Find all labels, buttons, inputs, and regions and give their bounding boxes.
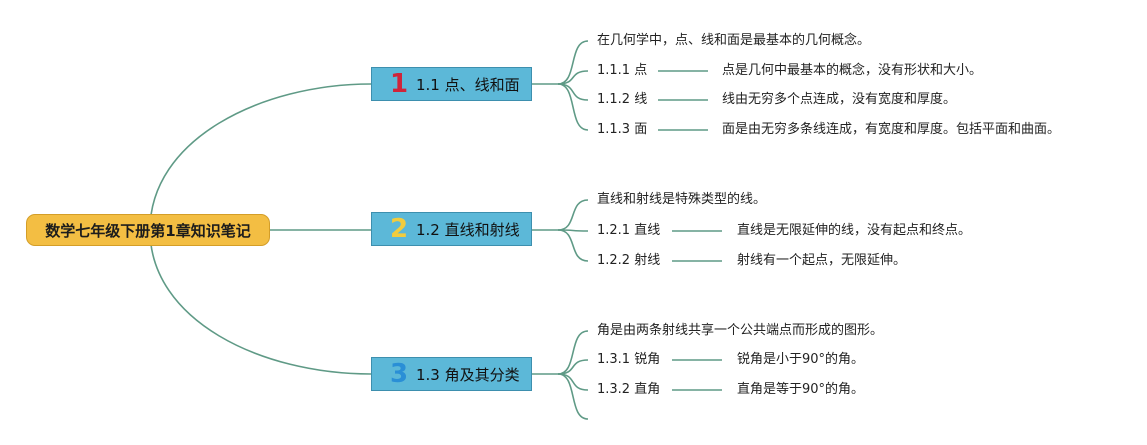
root-connector-1	[149, 83, 372, 231]
root-label: 数学七年级下册第1章知识笔记	[45, 221, 251, 240]
branch-topic-3[interactable]: 3 1.3 角及其分类	[371, 357, 532, 391]
branch2-item1-label[interactable]: 1.2.1 直线	[597, 223, 661, 238]
root-topic[interactable]: 数学七年级下册第1章知识笔记	[26, 214, 270, 246]
branch1-item2-label[interactable]: 1.1.2 线	[597, 92, 648, 107]
branch2-item2-desc[interactable]: 射线有一个起点，无限延伸。	[737, 253, 907, 268]
branch3-fan	[532, 330, 589, 375]
branch-topic-2[interactable]: 2 1.2 直线和射线	[371, 212, 532, 246]
branch-label: 1.3 角及其分类	[416, 365, 520, 384]
branch3-item1-label[interactable]: 1.3.1 锐角	[597, 352, 661, 367]
number-3-icon: 3	[389, 359, 409, 389]
branch3-item2-desc[interactable]: 直角是等于90°的角。	[737, 382, 865, 397]
branch-label: 1.1 点、线和面	[416, 75, 520, 94]
branch1-item1-desc[interactable]: 点是几何中最基本的概念，没有形状和大小。	[722, 63, 983, 78]
branch-label: 1.2 直线和射线	[416, 220, 520, 239]
branch1-item3-label[interactable]: 1.1.3 面	[597, 122, 648, 137]
branch-topic-1[interactable]: 1 1.1 点、线和面	[371, 67, 532, 101]
branch1-item2-desc[interactable]: 线由无穷多个点连成，没有宽度和厚度。	[722, 92, 957, 107]
branch1-fan	[532, 40, 589, 85]
branch1-item3-desc[interactable]: 面是由无穷多条线连成，有宽度和厚度。包括平面和曲面。	[722, 122, 1061, 137]
branch3-item1-desc[interactable]: 锐角是小于90°的角。	[737, 352, 865, 367]
branch2-item1-desc[interactable]: 直线是无限延伸的线，没有起点和终点。	[737, 223, 972, 238]
number-2-icon: 2	[389, 214, 409, 244]
root-connector-3	[149, 229, 372, 375]
number-1-icon: 1	[389, 69, 409, 99]
branch2-item2-label[interactable]: 1.2.2 射线	[597, 253, 661, 268]
branch2-fan	[532, 199, 589, 231]
branch3-intro[interactable]: 角是由两条射线共享一个公共端点而形成的图形。	[597, 323, 884, 338]
branch2-intro[interactable]: 直线和射线是特殊类型的线。	[597, 192, 767, 207]
branch3-item2-label[interactable]: 1.3.2 直角	[597, 382, 661, 397]
branch1-item1-label[interactable]: 1.1.1 点	[597, 63, 648, 78]
branch1-intro[interactable]: 在几何学中，点、线和面是最基本的几何概念。	[597, 33, 871, 48]
